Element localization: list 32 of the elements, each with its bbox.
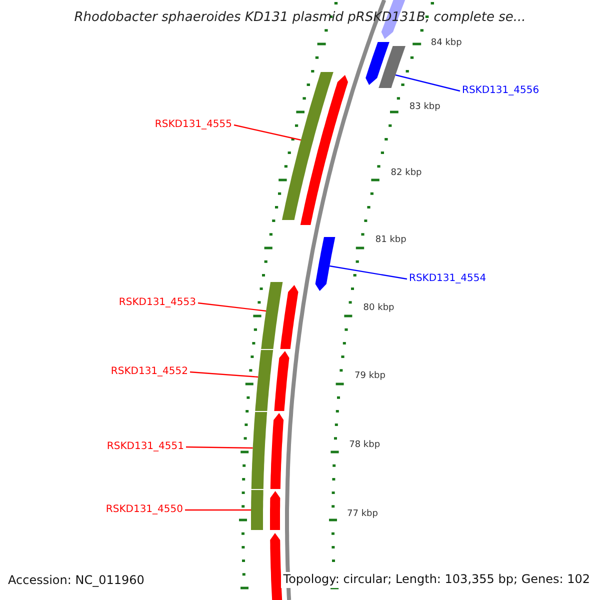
gene-feature bbox=[315, 237, 336, 291]
title: Rhodobacter sphaeroides KD131 plasmid pRSKD131B, complete se... bbox=[73, 11, 527, 26]
gene-label: RSKD131_4556 bbox=[462, 85, 540, 96]
leader-line bbox=[330, 265, 408, 280]
accession-text: Accession: NC_011960 bbox=[8, 574, 144, 588]
gene-feature bbox=[282, 72, 348, 225]
gene-label: RSKD131_4550 bbox=[106, 504, 183, 516]
gene-label: RSKD131_4553 bbox=[118, 297, 196, 308]
tick-label: 82 kbp bbox=[390, 168, 422, 178]
gene-feature bbox=[251, 412, 284, 489]
tick-label: 84 kbp bbox=[430, 38, 462, 48]
gene-feature bbox=[378, 46, 406, 88]
leader-line bbox=[190, 371, 258, 378]
gene-feature bbox=[255, 350, 290, 411]
leader-line bbox=[395, 74, 460, 92]
gene-label: RSKD131_4552 bbox=[110, 366, 188, 378]
tick-label: 77 kbp bbox=[347, 509, 378, 520]
tick-label: 78 kbp bbox=[349, 440, 380, 450]
leader-line bbox=[198, 302, 266, 312]
tick-label: 81 kbp bbox=[375, 235, 406, 246]
gene-label: RSKD131_4551 bbox=[106, 441, 184, 452]
gene-label: RSKD131_4554 bbox=[409, 273, 486, 284]
gene-label: RSKD131_4555 bbox=[154, 119, 232, 130]
leader-line bbox=[186, 446, 253, 449]
gene-feature bbox=[251, 490, 280, 530]
tick-label: 79 kbp bbox=[354, 371, 386, 382]
gene-feature bbox=[261, 282, 298, 349]
leader-line bbox=[234, 124, 302, 141]
summary-text: Topology: circular; Length: 103,355 bp; Genes: 102 bbox=[281, 572, 592, 588]
tick-label: 80 kbp bbox=[363, 303, 394, 314]
tick-label: 83 kbp bbox=[409, 102, 440, 112]
leader-line bbox=[185, 509, 251, 511]
